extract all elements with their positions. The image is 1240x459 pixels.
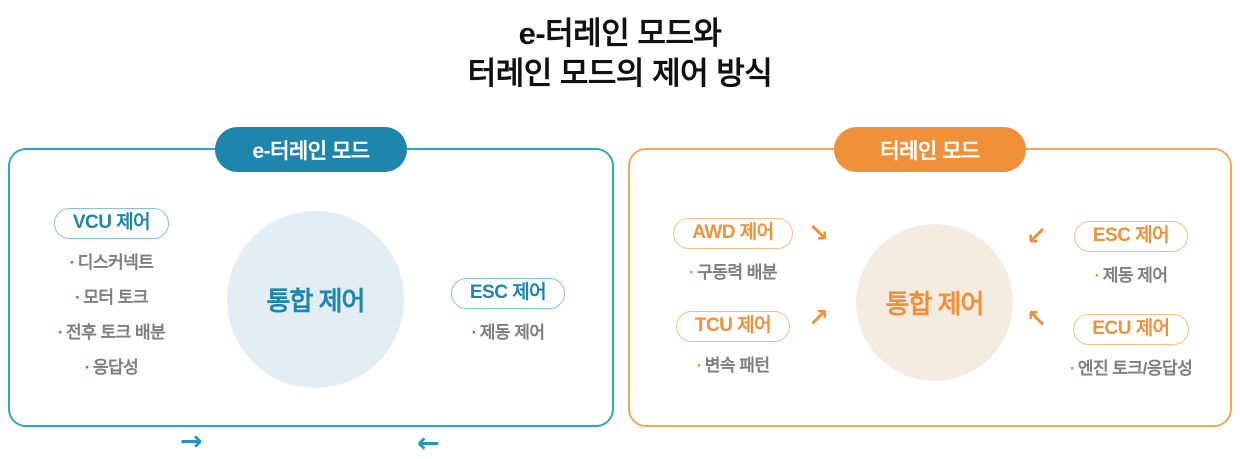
esc-control-items: 제동 제어 — [443, 315, 573, 350]
arrow-right-icon: → — [180, 426, 203, 457]
arrow-up-left-icon: ↖ — [1026, 304, 1047, 333]
tcu-control-group: TCU 제어 변속 패턴 — [668, 311, 798, 383]
integrated-control-circle: 통합 제어 — [856, 224, 1013, 381]
tcu-control-pill: TCU 제어 — [675, 311, 791, 342]
awd-control-pill: AWD 제어 — [673, 218, 793, 249]
page-title: e-터레인 모드와 터레인 모드의 제어 방식 — [0, 14, 1240, 94]
arrow-up-right-icon: ↗ — [808, 303, 829, 332]
diagram-root: e-터레인 모드와 터레인 모드의 제어 방식 e-터레인 모드 VCU 제어 … — [0, 0, 1240, 435]
integrated-control-label: 통합 제어 — [885, 289, 985, 319]
arrow-down-right-icon: ↘ — [808, 218, 829, 247]
awd-control-group: AWD 제어 구동력 배분 — [668, 218, 798, 290]
panel-terrain-mode: 터레인 모드 AWD 제어 구동력 배분 TCU 제어 변속 패턴 ↘ ↗ 통합… — [628, 127, 1232, 427]
list-item: 응답성 — [24, 350, 199, 385]
integrated-control-label: 통합 제어 — [266, 286, 366, 316]
esc-control-group: ESC 제어 제동 제어 — [443, 278, 573, 350]
list-item: 변속 패턴 — [668, 348, 798, 383]
e-terrain-mode-badge: e-터레인 모드 — [215, 127, 407, 172]
panel-e-terrain-mode: e-터레인 모드 VCU 제어 디스커넥트 모터 토크 전후 토크 배분 응답성… — [8, 127, 614, 457]
arrow-down-left-icon: ↙ — [1026, 221, 1047, 250]
tcu-control-items: 변속 패턴 — [668, 348, 798, 383]
esc-control-group: ESC 제어 제동 제어 — [1066, 221, 1196, 293]
title-line-2: 터레인 모드의 제어 방식 — [467, 56, 773, 91]
list-item: 디스커넥트 — [24, 245, 199, 280]
list-item: 전후 토크 배분 — [24, 315, 199, 350]
awd-control-items: 구동력 배분 — [668, 255, 798, 290]
arrow-left-icon: ← — [417, 428, 440, 459]
vcu-control-items: 디스커넥트 모터 토크 전후 토크 배분 응답성 — [24, 245, 199, 385]
vcu-control-pill: VCU 제어 — [53, 208, 170, 239]
list-item: 제동 제어 — [1066, 258, 1196, 293]
esc-control-items: 제동 제어 — [1066, 258, 1196, 293]
integrated-control-circle: 통합 제어 — [227, 211, 404, 388]
vcu-control-group: VCU 제어 디스커넥트 모터 토크 전후 토크 배분 응답성 — [24, 208, 199, 385]
esc-control-pill: ESC 제어 — [1073, 221, 1189, 252]
list-item: 구동력 배분 — [668, 255, 798, 290]
title-line-1: e-터레인 모드와 — [518, 16, 722, 51]
terrain-mode-badge: 터레인 모드 — [834, 127, 1026, 172]
ecu-control-pill: ECU 제어 — [1073, 314, 1189, 345]
esc-control-pill: ESC 제어 — [450, 278, 566, 309]
ecu-control-group: ECU 제어 엔진 토크/응답성 — [1066, 314, 1196, 386]
list-item: 제동 제어 — [443, 315, 573, 350]
ecu-control-items: 엔진 토크/응답성 — [1066, 351, 1196, 386]
list-item: 모터 토크 — [24, 280, 199, 315]
list-item: 엔진 토크/응답성 — [1066, 351, 1196, 386]
